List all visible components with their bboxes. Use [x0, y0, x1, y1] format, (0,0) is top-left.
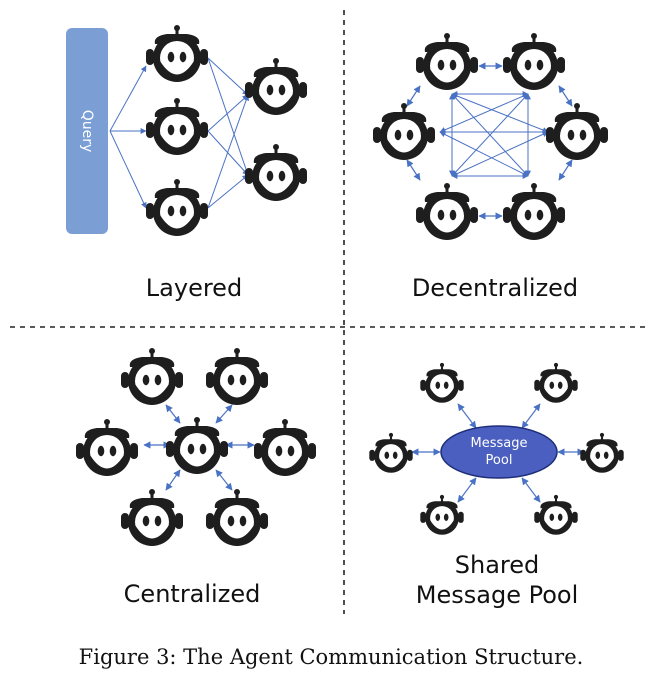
layered-panel: Query Layered	[66, 25, 307, 302]
agent-robot-icon	[503, 33, 565, 90]
agent-robot-icon	[503, 183, 565, 240]
shared-pool-label-line1: Shared	[455, 551, 540, 579]
figure-diagram: Query Layered	[10, 10, 650, 614]
central-agent-robot-icon	[166, 417, 228, 474]
agent-robot-icon	[420, 362, 464, 403]
agent-robot-icon	[206, 489, 268, 546]
agent-robot-icon	[146, 179, 208, 236]
agent-robot-icon	[373, 103, 435, 160]
decentralized-mesh-arrows	[439, 91, 549, 179]
agent-robot-icon	[254, 419, 316, 476]
agent-robot-icon	[369, 432, 413, 473]
decentralized-panel: Decentralized	[373, 33, 608, 302]
query-box	[66, 28, 108, 234]
centralized-arrows	[143, 404, 255, 491]
agent-robot-icon	[121, 489, 183, 546]
agent-robot-icon	[416, 183, 478, 240]
agent-robot-icon	[245, 58, 307, 115]
layered-label: Layered	[146, 274, 242, 302]
shared-pool-panel: Message Pool Shared Message Pool	[369, 362, 624, 609]
message-pool-label-line2: Pool	[486, 453, 513, 468]
message-pool-label-line1: Message	[471, 436, 528, 451]
agent-robot-icon	[206, 348, 268, 405]
agent-robot-icon	[245, 144, 307, 201]
shared-pool-arrows	[411, 403, 585, 503]
agent-robot-icon	[534, 494, 578, 535]
query-label: Query	[79, 110, 95, 153]
agent-robot-icon	[580, 432, 624, 473]
decentralized-label: Decentralized	[412, 274, 578, 302]
message-pool-ellipse	[440, 425, 558, 479]
figure-caption: Figure 3: The Agent Communication Struct…	[78, 645, 584, 669]
agent-robot-icon	[546, 103, 608, 160]
agent-robot-icon	[146, 98, 208, 155]
shared-pool-label-line2: Message Pool	[416, 581, 578, 609]
layered-arrows	[109, 57, 250, 209]
agent-robot-icon	[420, 494, 464, 535]
decentralized-ring-arrows	[406, 62, 573, 220]
agent-robot-icon	[416, 33, 478, 90]
agent-robot-icon	[534, 362, 578, 403]
agent-robot-icon	[146, 25, 208, 82]
centralized-panel: Centralized	[76, 348, 316, 608]
centralized-label: Centralized	[124, 580, 261, 608]
agent-robot-icon	[121, 348, 183, 405]
agent-robot-icon	[76, 419, 138, 476]
